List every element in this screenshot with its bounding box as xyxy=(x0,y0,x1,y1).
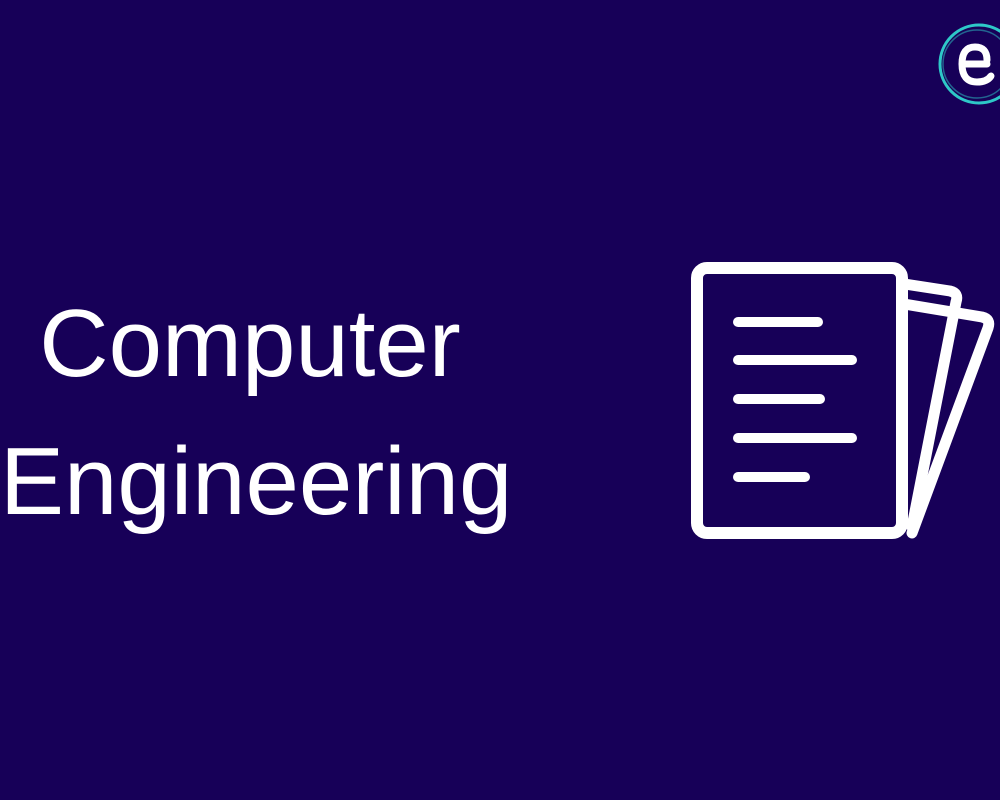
documents-stack-icon xyxy=(691,262,995,539)
title-line-2: Engineering xyxy=(0,428,513,535)
title-line-1: Computer xyxy=(39,290,461,397)
e-letter-logo-icon xyxy=(938,23,1000,105)
title: Computer Engineering xyxy=(0,275,513,551)
